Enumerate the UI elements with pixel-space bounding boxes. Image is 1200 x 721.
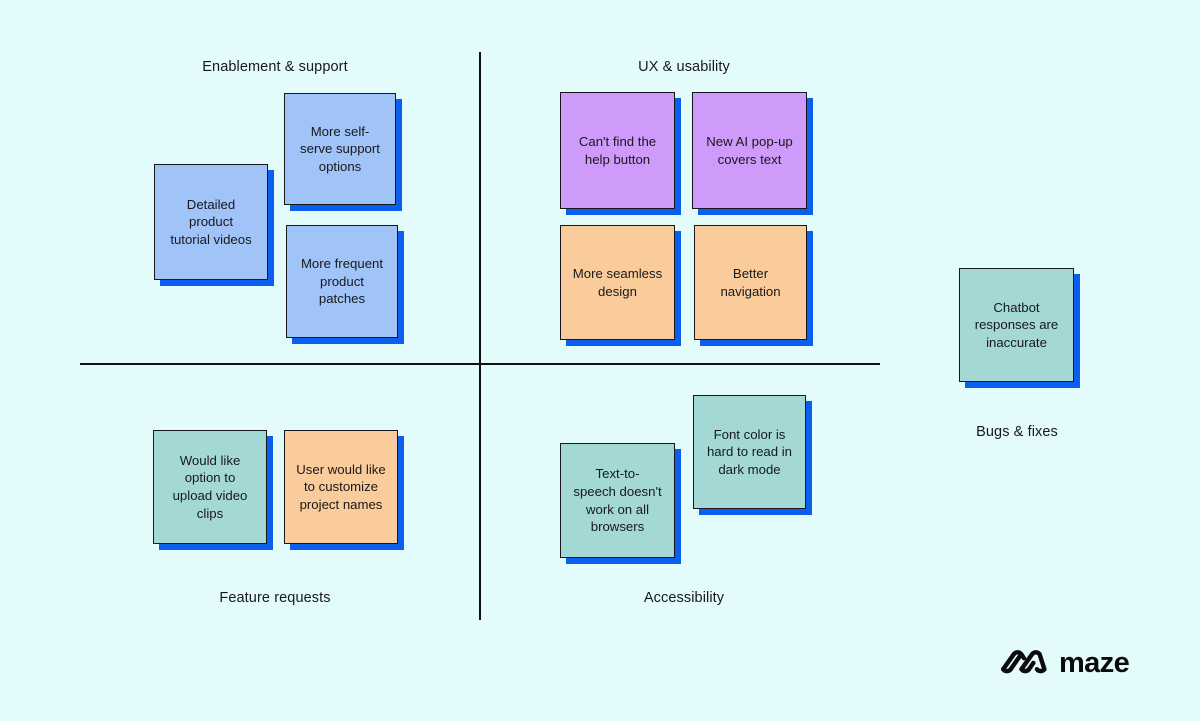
sticky-note-text: Chatbot responses are inaccurate <box>974 299 1059 350</box>
sticky-note-more-frequent-product-patches[interactable]: More frequent product patches <box>286 225 398 338</box>
quadrant-label-accessibility: Accessibility <box>643 590 725 606</box>
quadrant-divider-vertical <box>479 52 481 620</box>
sticky-note-more-self-serve-support-options[interactable]: More self- serve support options <box>284 93 396 205</box>
maze-wordmark: maze <box>1059 647 1130 679</box>
sticky-note-more-seamless-design[interactable]: More seamless design <box>560 225 675 340</box>
sticky-note-chatbot-responses-inaccurate[interactable]: Chatbot responses are inaccurate <box>959 268 1074 382</box>
sticky-note-better-navigation[interactable]: Better navigation <box>694 225 807 340</box>
sticky-note-customize-project-names[interactable]: User would like to customize project nam… <box>284 430 398 544</box>
sticky-note-text: Would like option to upload video clips <box>172 452 248 521</box>
sticky-note-text: Detailed product tutorial videos <box>170 196 252 247</box>
maze-branding: maze <box>999 646 1130 681</box>
maze-logo-mark <box>999 646 1049 681</box>
sticky-note-text: More self- serve support options <box>300 123 380 174</box>
sticky-note-text: New AI pop-up covers text <box>706 133 793 167</box>
sticky-note-text: Font color is hard to read in dark mode <box>706 426 793 477</box>
quadrant-label-bugs-fixes: Bugs & fixes <box>976 424 1058 440</box>
quadrant-label-enablement: Enablement & support <box>202 59 348 75</box>
sticky-note-text: User would like to customize project nam… <box>296 461 386 512</box>
quadrant-label-feature-requests: Feature requests <box>219 590 331 606</box>
sticky-note-text: Better navigation <box>720 265 781 299</box>
sticky-note-text: More frequent product patches <box>300 256 384 307</box>
quadrant-label-ux: UX & usability <box>638 59 730 75</box>
sticky-note-text: Can't find the help button <box>578 133 657 167</box>
sticky-note-upload-video-clips[interactable]: Would like option to upload video clips <box>153 430 267 544</box>
sticky-note-font-color-hard-to-read[interactable]: Font color is hard to read in dark mode <box>693 395 806 509</box>
sticky-note-new-ai-popup-covers-text[interactable]: New AI pop-up covers text <box>692 92 807 209</box>
sticky-note-text-to-speech-doesnt-work[interactable]: Text-to- speech doesn't work on all brow… <box>560 443 675 558</box>
sticky-note-detailed-product-tutorial-videos[interactable]: Detailed product tutorial videos <box>154 164 268 280</box>
sticky-note-text: More seamless design <box>572 265 663 299</box>
quadrant-divider-horizontal <box>80 363 880 365</box>
sticky-note-text: Text-to- speech doesn't work on all brow… <box>573 466 662 535</box>
sticky-note-cant-find-the-help-button[interactable]: Can't find the help button <box>560 92 675 209</box>
